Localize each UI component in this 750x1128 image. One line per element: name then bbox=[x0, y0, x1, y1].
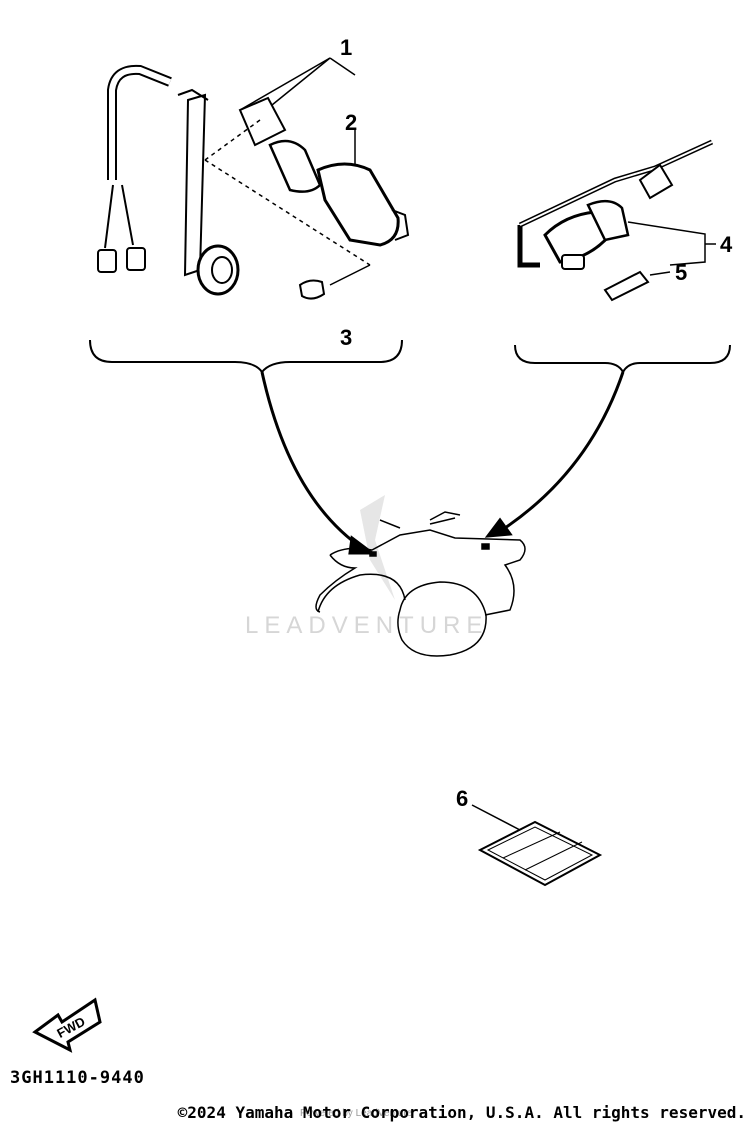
callout-4: 4 bbox=[720, 232, 733, 257]
powered-by-credit: Powered by LeadVenture bbox=[300, 1108, 413, 1119]
callout-leaders bbox=[239, 57, 716, 831]
atv-outline bbox=[315, 511, 526, 657]
fuse-holder-assembly bbox=[517, 139, 714, 302]
callout-labels: 1 2 3 4 5 6 bbox=[340, 35, 733, 811]
watermark: LEADVENTURE bbox=[245, 495, 488, 639]
callout-6: 6 bbox=[456, 786, 468, 811]
part-number: 3GH1110-9440 bbox=[10, 1068, 145, 1088]
callout-3: 3 bbox=[340, 325, 352, 350]
fwd-arrow: FWD bbox=[32, 997, 102, 1053]
watermark-text: LEADVENTURE bbox=[245, 612, 488, 639]
ignition-switch-assembly bbox=[97, 64, 410, 300]
location-arrows bbox=[260, 371, 625, 555]
group-brackets bbox=[89, 339, 731, 375]
copyright-notice: ©2024 Yamaha Motor Corporation, U.S.A. A… bbox=[177, 1103, 746, 1122]
callout-2: 2 bbox=[345, 110, 357, 135]
label-plate bbox=[477, 820, 603, 887]
fwd-arrow-icon bbox=[32, 997, 102, 1053]
callout-1: 1 bbox=[340, 35, 352, 60]
callout-5: 5 bbox=[675, 260, 687, 285]
